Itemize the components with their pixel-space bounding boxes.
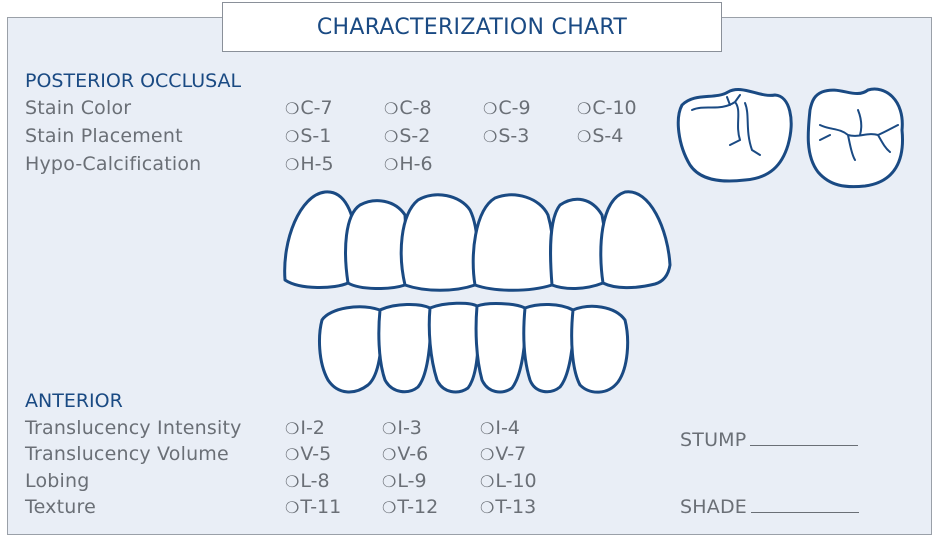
radio-icon: ❍ [382, 472, 396, 491]
option-l-8[interactable]: ❍L-8 [285, 470, 330, 492]
option-v-5[interactable]: ❍V-5 [285, 443, 331, 465]
anterior-heading: ANTERIOR [25, 390, 123, 412]
radio-icon: ❍ [382, 498, 396, 517]
stump-field[interactable]: STUMP [680, 427, 858, 451]
radio-icon: ❍ [480, 419, 494, 438]
tooth-upper-3 [401, 195, 477, 290]
stump-line[interactable] [750, 427, 858, 446]
tooth-lower-5 [524, 304, 574, 391]
radio-icon: ❍ [285, 445, 299, 464]
translucency-intensity-label: Translucency Intensity [25, 417, 242, 439]
tooth-upper-4 [473, 195, 554, 290]
radio-icon: ❍ [480, 498, 494, 517]
tooth-upper-2 [346, 201, 406, 289]
radio-icon: ❍ [382, 445, 396, 464]
tooth-lower-1 [320, 307, 382, 392]
tooth-lower-3 [429, 303, 478, 392]
option-i-3[interactable]: ❍I-3 [382, 417, 422, 439]
option-l-10[interactable]: ❍L-10 [480, 470, 537, 492]
option-t-12[interactable]: ❍T-12 [382, 496, 438, 518]
tooth-lower-2 [379, 304, 431, 391]
lobing-label: Lobing [25, 470, 90, 492]
translucency-volume-label: Translucency Volume [25, 443, 229, 465]
shade-field[interactable]: SHADE [680, 494, 859, 518]
option-t-11[interactable]: ❍T-11 [285, 496, 341, 518]
radio-icon: ❍ [285, 498, 299, 517]
option-i-2[interactable]: ❍I-2 [285, 417, 325, 439]
option-v-6[interactable]: ❍V-6 [382, 443, 428, 465]
tooth-upper-5 [550, 199, 605, 288]
radio-icon: ❍ [285, 472, 299, 491]
tooth-upper-6 [601, 192, 670, 288]
texture-label: Texture [25, 496, 96, 518]
shade-label: SHADE [680, 496, 747, 518]
radio-icon: ❍ [480, 472, 494, 491]
option-t-13[interactable]: ❍T-13 [480, 496, 536, 518]
option-l-9[interactable]: ❍L-9 [382, 470, 427, 492]
option-i-4[interactable]: ❍I-4 [480, 417, 520, 439]
tooth-upper-1 [285, 192, 355, 288]
shade-line[interactable] [751, 494, 859, 513]
radio-icon: ❍ [480, 445, 494, 464]
tooth-lower-4 [476, 304, 525, 392]
radio-icon: ❍ [382, 419, 396, 438]
option-v-7[interactable]: ❍V-7 [480, 443, 526, 465]
tooth-lower-6 [572, 306, 628, 392]
stump-label: STUMP [680, 429, 746, 451]
radio-icon: ❍ [285, 419, 299, 438]
